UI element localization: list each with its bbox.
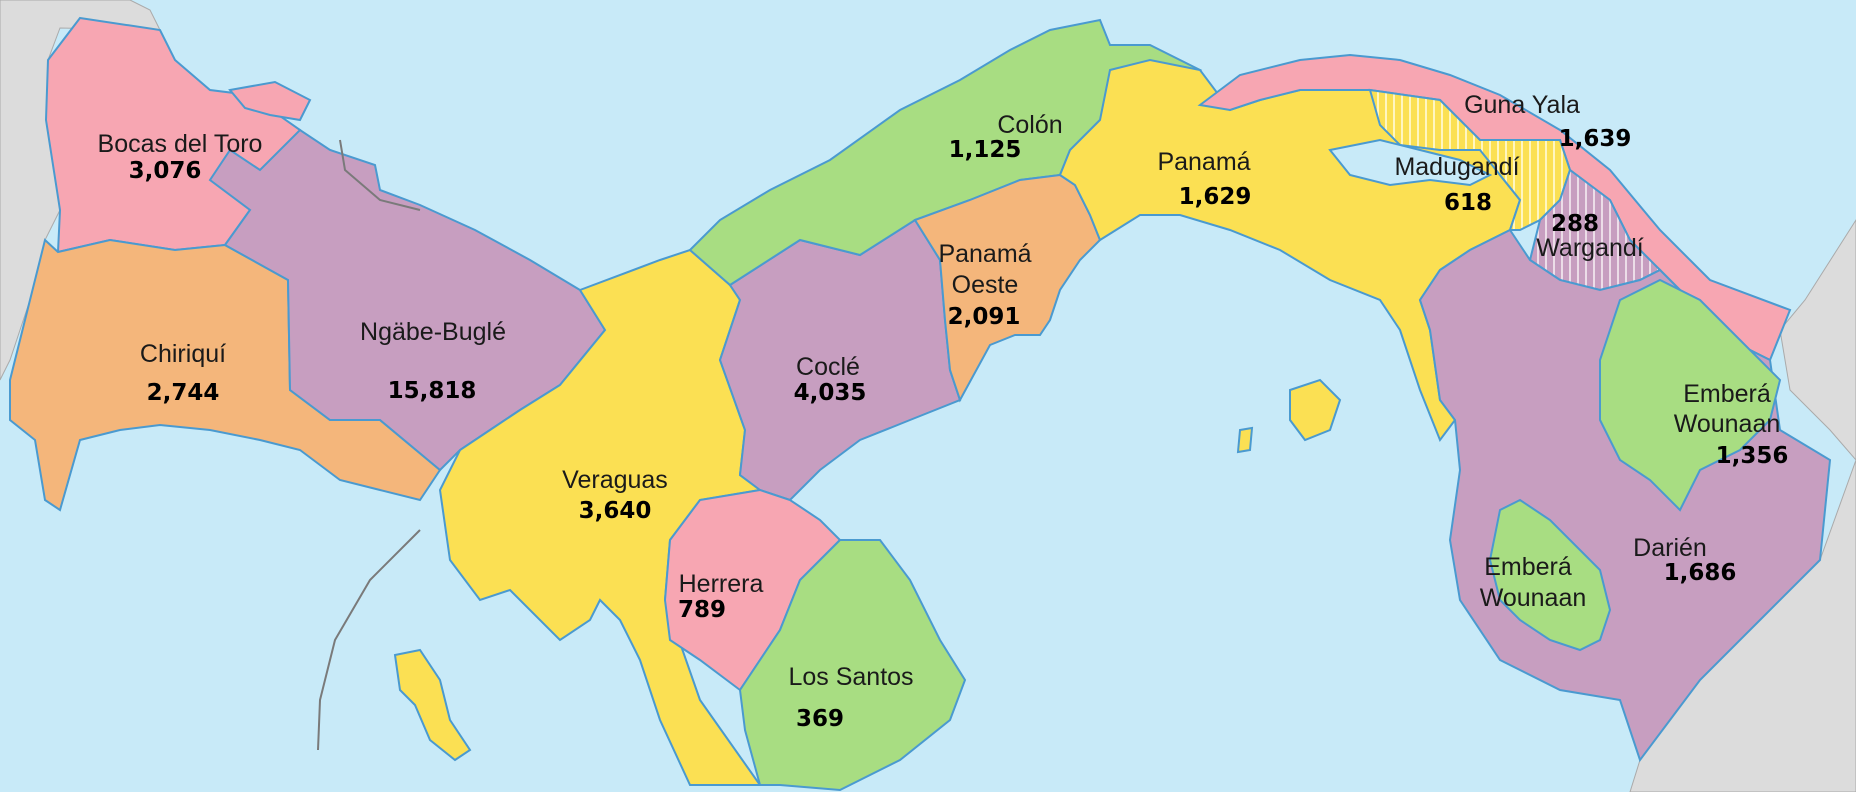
label-panama: Panamá xyxy=(1157,148,1250,176)
label-bocas-del-toro: Bocas del Toro xyxy=(98,130,263,158)
maritime-border-line xyxy=(317,529,421,751)
value-panama-oeste: 2,091 xyxy=(948,304,1021,330)
label-wargandi: Wargandí xyxy=(1536,234,1644,262)
bocas-border-line xyxy=(339,139,421,211)
region-panama-oeste[interactable] xyxy=(913,173,1102,403)
value-wargandi: 288 xyxy=(1551,211,1599,237)
value-los-santos: 369 xyxy=(796,706,844,732)
region-embera-wounaan-north[interactable] xyxy=(1599,278,1782,512)
label-guna-yala: Guna Yala xyxy=(1464,91,1580,119)
label-veraguas: Veraguas xyxy=(562,466,668,494)
value-colon: 1,125 xyxy=(949,137,1022,163)
label-los-santos: Los Santos xyxy=(788,663,913,691)
value-herrera: 789 xyxy=(678,597,726,623)
label-panama-oeste-line1: Panamá xyxy=(938,240,1031,268)
region-los-santos[interactable] xyxy=(738,539,967,792)
region-ngabe-bugle[interactable] xyxy=(208,128,607,472)
value-guna-yala: 1,639 xyxy=(1559,126,1632,152)
value-madugandi: 618 xyxy=(1444,190,1492,216)
label-darien: Darién xyxy=(1633,534,1707,562)
label-chiriqui: Chiriquí xyxy=(140,340,226,368)
label-panama-oeste-line2: Oeste xyxy=(952,271,1019,299)
label-colon: Colón xyxy=(997,111,1062,139)
value-darien: 1,686 xyxy=(1664,560,1737,586)
region-embera-wounaan-south[interactable] xyxy=(1488,498,1612,652)
label-embera-wounaan-south-line1: Emberá xyxy=(1484,553,1572,581)
label-embera-wounaan-south-line2: Wounaan xyxy=(1480,584,1587,612)
label-cocle: Coclé xyxy=(796,353,860,381)
value-embera-wounaan-north: 1,356 xyxy=(1716,443,1789,469)
value-chiriqui: 2,744 xyxy=(147,380,220,406)
value-ngabe-bugle: 15,818 xyxy=(388,378,477,404)
value-cocle: 4,035 xyxy=(794,380,867,406)
region-madugandi[interactable] xyxy=(1368,88,1572,231)
label-herrera: Herrera xyxy=(679,570,764,598)
pearl-islands xyxy=(1236,378,1342,454)
value-panama: 1,629 xyxy=(1179,184,1252,210)
label-ngabe-bugle: Ngäbe-Buglé xyxy=(360,318,506,346)
value-veraguas: 3,640 xyxy=(579,498,652,524)
labels: Bocas del Toro 3,076 Chiriquí 2,744 Ngäb… xyxy=(98,91,1789,732)
label-madugandi: Madugandí xyxy=(1394,153,1519,181)
lake-bayano xyxy=(1328,138,1493,187)
label-embera-wounaan-north-line2: Wounaan xyxy=(1674,410,1781,438)
coiba-island xyxy=(393,648,472,762)
region-colon[interactable] xyxy=(688,18,1203,287)
value-bocas-del-toro: 3,076 xyxy=(129,158,202,184)
label-embera-wounaan-north-line1: Emberá xyxy=(1683,380,1771,408)
